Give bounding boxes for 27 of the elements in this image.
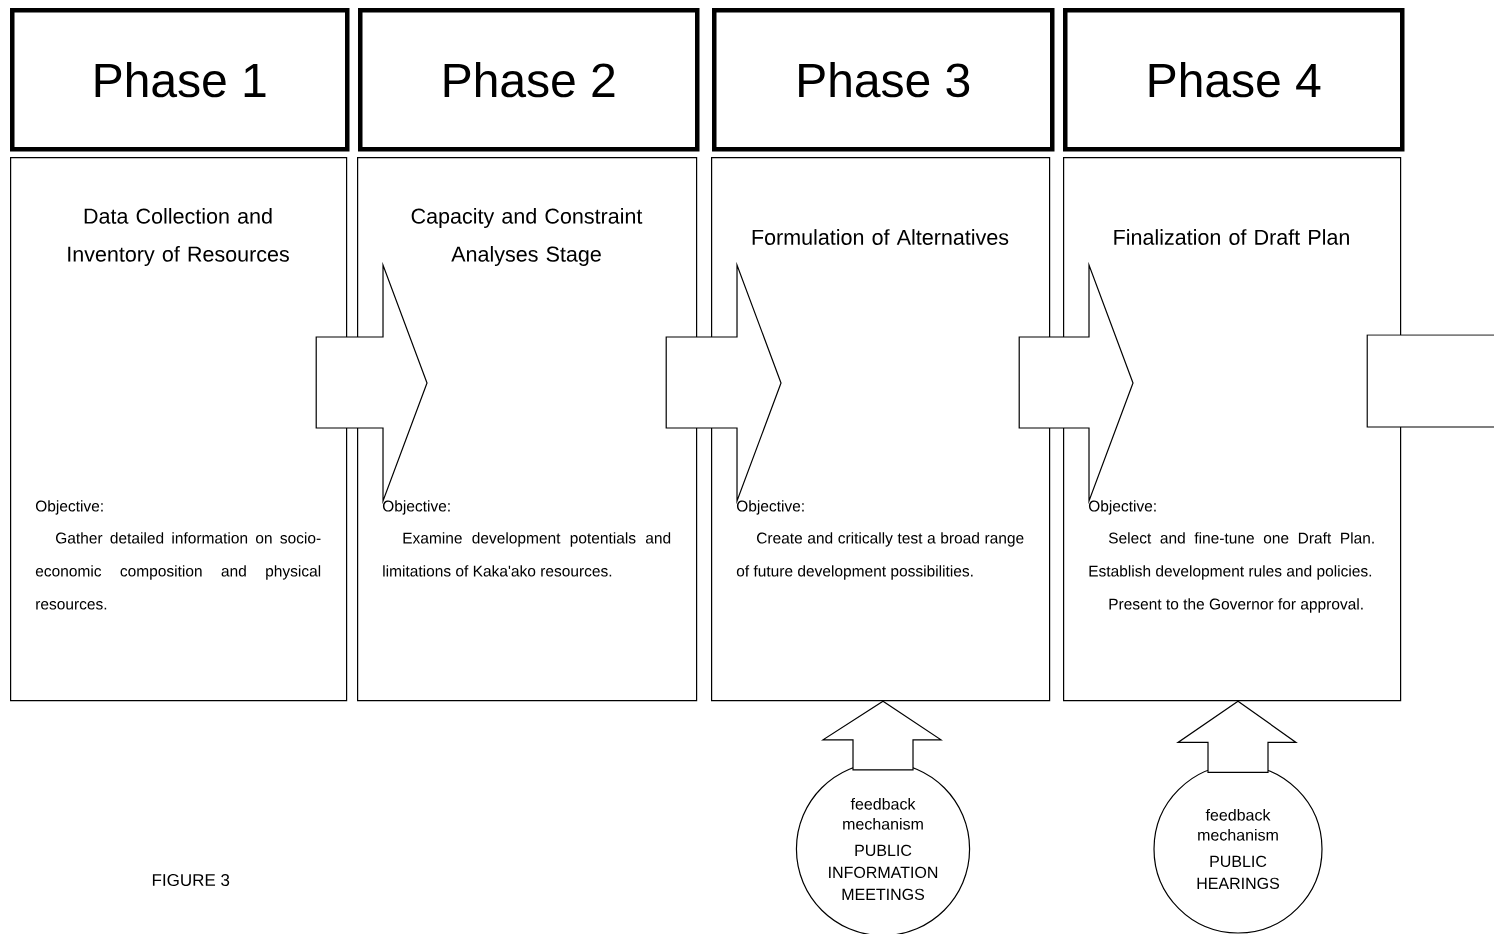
- objective-label: Objective:: [382, 500, 450, 515]
- block-arrow: [1176, 700, 1298, 773]
- panel-heading: Formulation of Alternatives: [752, 229, 1009, 245]
- panel-heading: Capacity and Constraint Analyses Stage: [411, 208, 643, 267]
- block-arrow: [665, 261, 782, 505]
- phase-header: Phase 2: [358, 8, 700, 152]
- block-arrow: [820, 700, 943, 771]
- objective-text: Examine development potentials and limitations of Kaka'ako resources.: [383, 532, 671, 577]
- phase-panel: [1063, 157, 1402, 702]
- panel-heading: Finalization of Draft Plan: [1114, 229, 1349, 245]
- objective-text: Gather detailed information on socio-economic composition and physical resources.: [35, 532, 321, 610]
- objective-text: Select and fine-tune one Draft Plan. Establish development rules and policies. Present to the Governor for approval.: [1089, 532, 1374, 613]
- phase-panel: [10, 157, 348, 702]
- objective-text: Create and critically test a broad range of future development possibilities.: [736, 532, 1024, 580]
- block-arrow: [1366, 334, 1494, 428]
- phase-header: Phase 3: [712, 8, 1055, 152]
- block-arrow: [1018, 261, 1134, 505]
- phase-panel: [711, 157, 1051, 702]
- objective-label: Objective:: [736, 500, 804, 515]
- objective-label: Objective:: [35, 500, 103, 515]
- phase-panel: [357, 157, 698, 702]
- phase-header: Phase 4: [1063, 8, 1405, 152]
- phase-header: Phase 1: [10, 8, 350, 152]
- block-arrow: [315, 261, 428, 505]
- panel-heading: Data Collection and Inventory of Resources: [68, 208, 289, 267]
- objective-label: Objective:: [1088, 500, 1156, 515]
- figure-number: FIGURE 3: [152, 874, 230, 886]
